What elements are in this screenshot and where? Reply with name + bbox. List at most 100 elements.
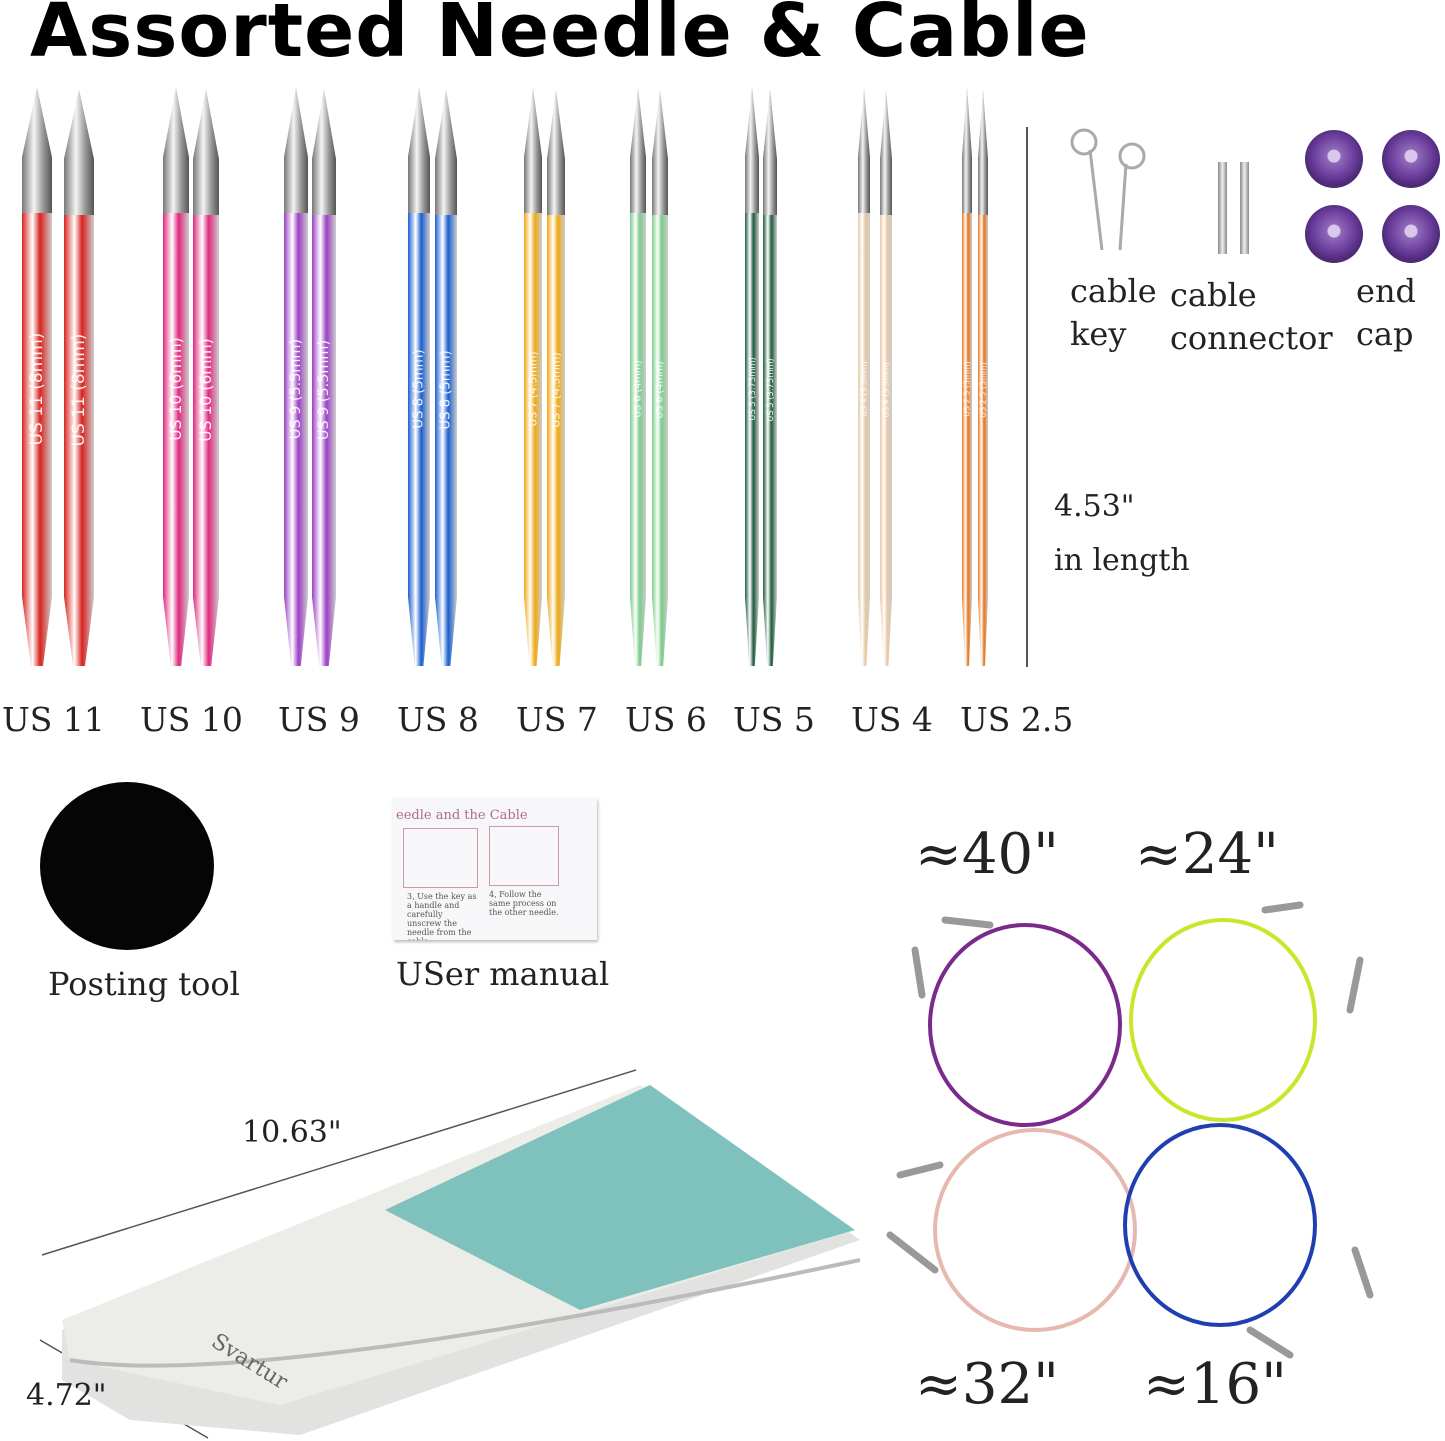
- needle-size-label: US 8: [397, 700, 479, 739]
- needle-tip: [435, 90, 457, 215]
- length-annotation: 4.53" in length: [1054, 480, 1190, 588]
- needle-size-label: US 7: [516, 700, 598, 739]
- needle-tip: [630, 88, 646, 213]
- needle-size-label: US 10: [140, 700, 243, 739]
- needle-marking: US 8 (5mm): [411, 348, 427, 429]
- needle-us-4: US 4 (3.5mm): [858, 88, 870, 666]
- cable-16: [1123, 1123, 1317, 1327]
- needle-marking: US 10 (6mm): [167, 336, 185, 441]
- cable-connector-icon: [1240, 162, 1249, 254]
- needle-marking: US 4 (3.5mm): [859, 360, 869, 417]
- needle-us-10: US 10 (6mm): [163, 88, 189, 666]
- needle-tip: [858, 88, 870, 213]
- posting-tool-label: Posting tool: [48, 965, 240, 1003]
- needle-tip: [163, 88, 189, 213]
- cable-length-40: ≈40": [915, 822, 1059, 887]
- end-cap-icon: [1382, 130, 1440, 188]
- needle-tip: [524, 88, 542, 213]
- needle-tip: [193, 90, 219, 215]
- needle-us-6: US 6 (4mm): [652, 90, 668, 666]
- needle-marking: US 5 (3.75mm): [747, 356, 757, 421]
- needle-tip: [745, 88, 759, 213]
- manual-step-3: 3, Use the key as a handle and carefully…: [407, 892, 477, 940]
- needle-marking: US 10 (6mm): [197, 337, 215, 442]
- needle-marking: US 6 (4mm): [632, 359, 644, 418]
- needle-size-label: US 4: [851, 700, 933, 739]
- manual-heading: eedle and the Cable: [396, 808, 528, 823]
- needle-size-label: US 6: [625, 700, 707, 739]
- needle-marking: US 2.5 (3mm): [978, 361, 988, 418]
- needle-us-8: US 8 (5mm): [408, 88, 430, 666]
- length-label: in length: [1054, 543, 1190, 578]
- manual-figure: [489, 826, 559, 886]
- needle-us-6: US 6 (4mm): [630, 88, 646, 666]
- needle-tip: [408, 88, 430, 213]
- needle-marking: US 7 (4.5mm): [526, 350, 540, 427]
- cable-connector-icon: [1218, 162, 1227, 254]
- needle-marking: US 11 (8mm): [69, 333, 89, 446]
- needle-size-label: US 9: [278, 700, 360, 739]
- needle-tip: [284, 88, 308, 213]
- needle-marking: US 6 (4mm): [654, 360, 666, 419]
- case-width-label: 10.63": [242, 1115, 342, 1150]
- storage-case-image: Svartur: [39, 1069, 861, 1439]
- needle-us-2-5: US 2.5 (3mm): [978, 90, 988, 666]
- cable-length-16: ≈16": [1143, 1352, 1287, 1417]
- needle-us-9: US 9 (5.5mm): [284, 88, 308, 666]
- needle-marking: US 4 (3.5mm): [881, 361, 891, 418]
- needle-us-11: US 11 (8mm): [22, 88, 52, 666]
- needle-tip: [978, 90, 988, 215]
- user-manual-image: eedle and the Cable 3, Use the key as a …: [393, 798, 597, 940]
- needle-marking: US 9 (5.5mm): [316, 339, 332, 440]
- needle-size-label: US 2.5: [960, 700, 1074, 739]
- cable-length-24: ≈24": [1135, 822, 1279, 887]
- cables-image: [886, 901, 1374, 1359]
- needle-tip: [547, 90, 565, 215]
- page-title: Assorted Needle & Cable: [30, 0, 1090, 74]
- cable-key-icon: [1070, 128, 1146, 251]
- needle-us-5: US 5 (3.75mm): [763, 90, 777, 666]
- cable-24: [1129, 918, 1317, 1122]
- needle-marking: US 2.5 (3mm): [962, 360, 972, 417]
- length-value: 4.53": [1054, 489, 1135, 524]
- needle-tip: [880, 90, 892, 215]
- needle-us-10: US 10 (6mm): [193, 90, 219, 666]
- posting-tool-image: [40, 782, 214, 950]
- needle-tip: [652, 90, 668, 215]
- needle-us-8: US 8 (5mm): [435, 90, 457, 666]
- needle-tip: [22, 88, 52, 213]
- length-line: [1026, 127, 1028, 667]
- cable-length-32: ≈32": [915, 1352, 1059, 1417]
- manual-step-4: 4, Follow the same process on the other …: [489, 890, 559, 917]
- needle-tip: [962, 88, 972, 213]
- user-manual-label: USer manual: [396, 955, 610, 993]
- needle-us-11: US 11 (8mm): [64, 90, 94, 666]
- cable-tips: [886, 901, 1374, 1359]
- needle-us-4: US 4 (3.5mm): [880, 90, 892, 666]
- needle-marking: US 11 (8mm): [27, 332, 47, 445]
- needle-us-9: US 9 (5.5mm): [312, 90, 336, 666]
- needle-marking: US 8 (5mm): [438, 349, 454, 430]
- case-height-label: 4.72": [26, 1378, 107, 1413]
- needle-us-7: US 7 (4.5mm): [547, 90, 565, 666]
- end-cap-icon: [1305, 130, 1363, 188]
- needle-size-label: US 11: [2, 700, 105, 739]
- cable-40: [928, 923, 1122, 1127]
- needle-marking: US 7 (4.5mm): [549, 351, 563, 428]
- end-cap-icon: [1382, 205, 1440, 263]
- needle-us-2-5: US 2.5 (3mm): [962, 88, 972, 666]
- needle-size-label: US 5: [733, 700, 815, 739]
- needle-marking: US 9 (5.5mm): [288, 338, 304, 439]
- needle-tip: [64, 90, 94, 215]
- needle-tip: [763, 90, 777, 215]
- needle-us-5: US 5 (3.75mm): [745, 88, 759, 666]
- manual-figure: [403, 828, 478, 888]
- needle-tip: [312, 90, 336, 215]
- needle-marking: US 5 (3.75mm): [765, 357, 775, 422]
- cable-32: [933, 1128, 1137, 1332]
- needle-us-7: US 7 (4.5mm): [524, 88, 542, 666]
- end-cap-icon: [1305, 205, 1363, 263]
